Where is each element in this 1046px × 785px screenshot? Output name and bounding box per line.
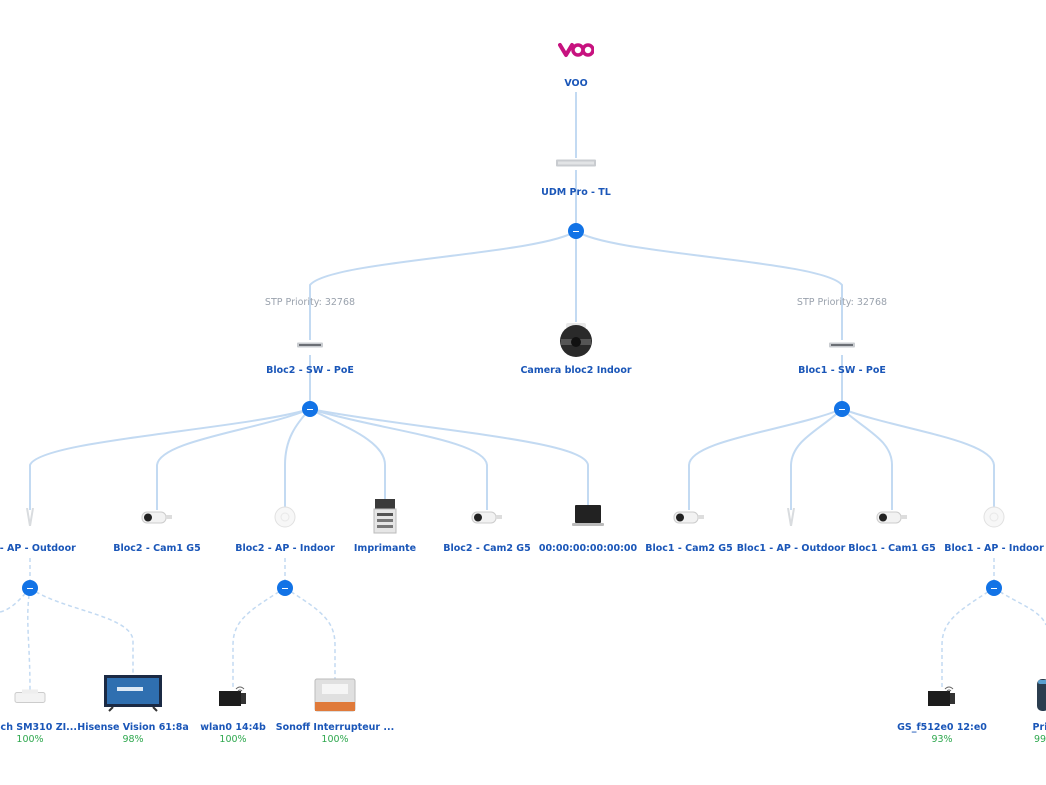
client-label[interactable]: Pri [1032, 722, 1046, 733]
switch-left-label[interactable]: Bloc2 - SW - PoE [266, 365, 354, 376]
level2-left-label[interactable]: Bloc2 - Cam1 G5 [113, 543, 201, 554]
client-signal: 99 [1033, 734, 1046, 745]
ap-outdoor-collapse-button[interactable] [22, 580, 38, 596]
level2-left-label[interactable]: c2 - AP - Outdoor [0, 543, 76, 554]
camera-bullet-icon[interactable] [672, 508, 706, 530]
client-label[interactable]: otech SM310 ZI... [0, 722, 77, 733]
level2-left-label[interactable]: Bloc2 - Cam2 G5 [443, 543, 531, 554]
device-white-icon[interactable] [14, 689, 46, 708]
level2-left-label[interactable]: Imprimante [353, 543, 417, 554]
wifi-device-icon[interactable] [218, 683, 248, 711]
stp-priority-left: STP Priority: 32768 [264, 297, 356, 308]
level2-left-label[interactable]: Bloc2 - AP - Indoor [235, 543, 335, 554]
camera-bullet-icon[interactable] [140, 508, 174, 530]
voo-logo-icon [558, 41, 595, 63]
client-label[interactable]: Hisense Vision 61:8a [77, 722, 189, 733]
client-signal: 100% [16, 734, 44, 745]
stp-priority-right: STP Priority: 32768 [796, 297, 888, 308]
camera-center-label[interactable]: Camera bloc2 Indoor [520, 365, 632, 376]
level2-left-label[interactable]: 00:00:00:00:00:00 [538, 543, 638, 554]
dome-camera-icon[interactable] [558, 321, 594, 361]
switch-left-collapse-button[interactable] [302, 401, 318, 417]
client-signal: 98% [122, 734, 144, 745]
switch-right-label[interactable]: Bloc1 - SW - PoE [798, 365, 886, 376]
switch-icon[interactable] [829, 334, 855, 353]
client-signal: 100% [219, 734, 247, 745]
camera-bullet-icon[interactable] [875, 508, 909, 530]
printer-icon[interactable] [373, 497, 397, 539]
client-signal: 93% [931, 734, 953, 745]
client-label[interactable]: Sonoff Interrupteur ... [275, 722, 395, 733]
ap-outdoor-icon[interactable] [786, 507, 796, 530]
laptop-icon[interactable] [571, 504, 605, 532]
wifi-device-icon[interactable] [927, 683, 957, 711]
sonoff-switch-icon[interactable] [314, 678, 356, 716]
ap-indoor-icon[interactable] [983, 506, 1005, 532]
level2-right-label[interactable]: Bloc1 - AP - Indoor [944, 543, 1044, 554]
speaker-icon[interactable] [1036, 678, 1046, 716]
tv-icon[interactable] [103, 674, 163, 716]
gateway-collapse-button[interactable] [568, 223, 584, 239]
client-label[interactable]: wlan0 14:4b [200, 722, 266, 733]
ap-indoor-collapse-button[interactable] [277, 580, 293, 596]
udm-pro-icon[interactable] [556, 153, 596, 172]
level2-right-label[interactable]: Bloc1 - AP - Outdoor [736, 543, 846, 554]
camera-bullet-icon[interactable] [470, 508, 504, 530]
gateway-label[interactable]: UDM Pro - TL [541, 187, 611, 198]
switch-icon[interactable] [297, 334, 323, 353]
level2-right-label[interactable]: Bloc1 - Cam1 G5 [848, 543, 936, 554]
ap-outdoor-icon[interactable] [25, 507, 35, 530]
client-signal: 100% [321, 734, 349, 745]
level2-right-label[interactable]: Bloc1 - Cam2 G5 [645, 543, 733, 554]
root-label[interactable]: VOO [564, 78, 588, 89]
ap-indoor-icon[interactable] [274, 506, 296, 532]
client-label[interactable]: GS_f512e0 12:e0 [897, 722, 987, 733]
ap-indoor-right-collapse-button[interactable] [986, 580, 1002, 596]
switch-right-collapse-button[interactable] [834, 401, 850, 417]
